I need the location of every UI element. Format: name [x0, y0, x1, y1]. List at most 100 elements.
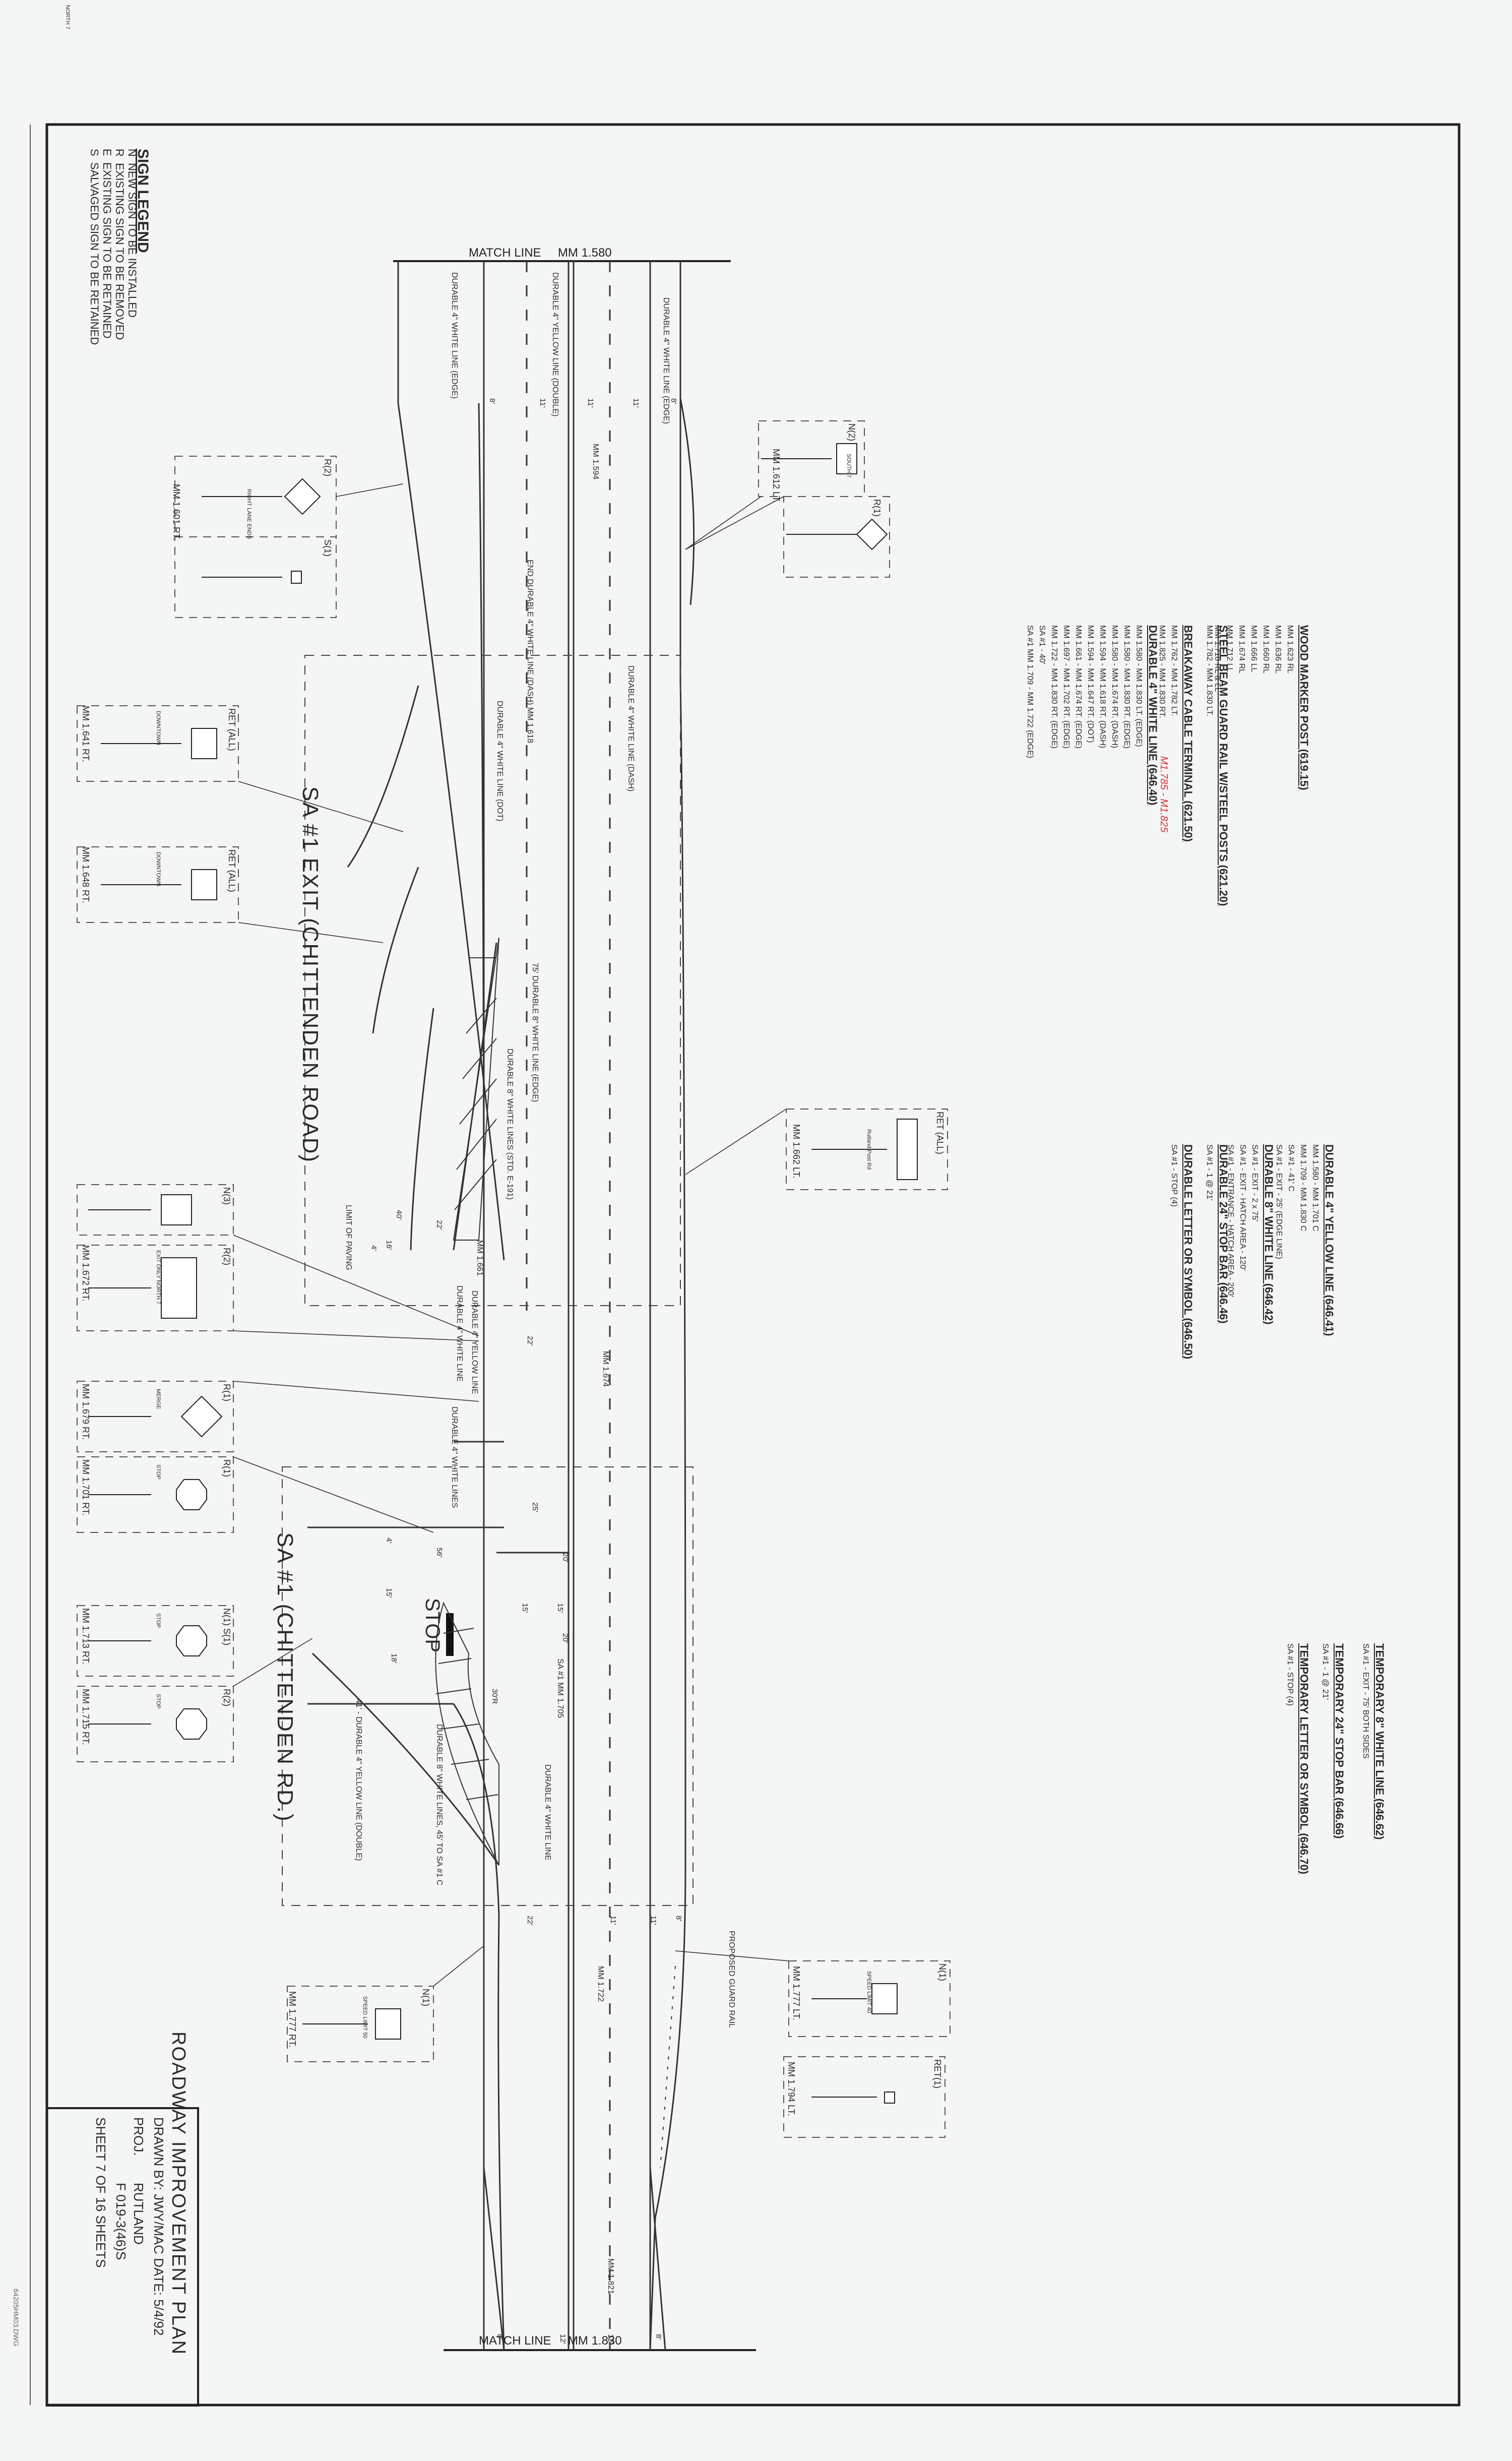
stop-bar	[446, 1613, 454, 1656]
note-line: SA #1 - EXIT - 75' BOTH SIDES	[1361, 1643, 1370, 1759]
sign-boxes	[77, 420, 951, 2138]
note-line: SA #1 - STOP (4)	[1170, 1144, 1178, 1207]
sign-code: RET (ALL)	[935, 1112, 945, 1154]
note-line: MM 1.709 - MM 1.830 C	[1299, 1144, 1307, 1232]
callout: DURABLE 4" WHITE LINE (DOT)	[495, 701, 504, 822]
proj-town: RUTLAND	[131, 2183, 146, 2245]
callout: LIMIT OF PAVING	[344, 1205, 353, 1270]
dimension-label: 30'R	[490, 1689, 499, 1704]
dimension-label: 15'	[556, 1603, 564, 1613]
exit-area-box	[304, 655, 681, 1306]
sign-face-text: STOP	[155, 1694, 161, 1709]
sign-milemarker: MM 1.777 RT.	[287, 1991, 297, 2048]
sign-code: R(2)	[222, 1689, 232, 1706]
dimension-label: 22'	[526, 1336, 534, 1346]
sign-milemarker: MM 1.777 LT.	[791, 1966, 801, 2020]
stop-pavement-marking: STOP	[421, 1598, 444, 1653]
note-line: MM 1.660 RL	[1262, 625, 1270, 674]
sign-legend-item: R EXISTING SIGN TO BE REMOVED	[113, 149, 126, 340]
match-line-top-label: MATCH LINE MM 1.580	[469, 246, 612, 260]
proj-number: F 019-3(46)S	[113, 2183, 129, 2260]
callout: 75' DURABLE 8" WHITE LINE (EDGE)	[531, 963, 539, 1102]
note-title: DURABLE 4" YELLOW LINE (646.41)	[1323, 1144, 1336, 1336]
title-block-box	[46, 2107, 199, 2407]
callout: MM 1.674	[601, 1351, 610, 1387]
note-line: MM 1.674 RL	[1237, 625, 1246, 674]
note-line: MM 1.580 - MM 1.830 RT. (EDGE)	[1122, 625, 1131, 749]
dimension-label: 11'	[609, 1916, 617, 1925]
legend-code: R	[113, 149, 126, 157]
note-line: MM 1.594 - MM 1.647 RT. (DOT)	[1086, 625, 1095, 743]
dimension-label: 56'	[435, 1548, 444, 1558]
callout: DURABLE 4" WHITE LINE (DASH)	[626, 665, 635, 792]
sign-code: N(3)	[222, 1187, 232, 1205]
dimension-label: 8'	[674, 1916, 683, 1922]
plan-title: ROADWAY IMPROVEMENT PLAN	[168, 2032, 189, 2356]
sign-milemarker: MM 1.701 RT.	[81, 1459, 91, 1516]
callout: DURABLE 4" WHITE LINE (EDGE)	[450, 272, 459, 399]
note-line: MM 1.782 - MM 1.830 LT.	[1205, 625, 1214, 717]
dimension-label: 8'	[495, 2334, 504, 2340]
callout: MM 1.821	[606, 2258, 615, 2295]
callout: DURABLE 8" WHITE LINES, 45' TO SA #1 C	[435, 1724, 444, 1886]
sign-code: RET (ALL)	[227, 849, 237, 892]
sign-face-text: SPEED LIMIT 40	[866, 1971, 872, 2013]
note-line: SA #1 - EXIT - 2 x 75'	[1250, 1144, 1259, 1222]
sign-face-text: SPEED LIMIT 50	[362, 1996, 368, 2039]
legend-text: SALVAGED SIGN TO BE RETAINED	[88, 162, 101, 345]
sign-code: R(1)	[872, 499, 882, 517]
note-title: BREAKAWAY CABLE TERMINAL (621.50)	[1182, 625, 1194, 842]
dimension-label: 15'	[521, 1603, 529, 1613]
match-line-mm: MM 1.830	[568, 2334, 622, 2348]
dimension-label: 8'	[669, 398, 678, 404]
sign-milemarker: MM 1.641 RT.	[81, 706, 91, 762]
red-handwritten-note: M1.785 - M1.825	[1158, 756, 1169, 833]
legend-code: S	[88, 149, 101, 156]
sign-milemarker: MM 1.715 RT.	[81, 1689, 91, 1745]
sign-face-text: STOP	[155, 1613, 161, 1628]
note-line: MM 1.580 - MM 1.701 C	[1311, 1144, 1319, 1232]
note-line: MM 1.623 RL	[1286, 625, 1294, 674]
sign-code: N(2)	[847, 423, 857, 441]
proj-label: PROJ.	[131, 2117, 146, 2156]
dimension-label: 15'	[385, 1588, 393, 1598]
callout: SA #1 MM 1.705	[556, 1658, 564, 1718]
dimension-label: 11'	[632, 398, 640, 408]
note-title: TEMPORARY 8" WHITE LINE (646.62)	[1373, 1643, 1386, 1840]
match-line-text: MATCH LINE	[479, 2334, 551, 2348]
callout: DURABLE 4" WHITE LINES	[450, 1406, 459, 1508]
dimension-label: 12'	[606, 2334, 615, 2344]
note-line: SA #1 - 1 @ 21'	[1205, 1144, 1214, 1201]
sign-code: R(1)	[222, 1384, 232, 1401]
callout: DURABLE 4" YELLOW LINE (DOUBLE)	[551, 272, 559, 417]
sign-face-text: EXIT ONLY NORTH 7	[155, 1250, 161, 1305]
sign-code: RET (ALL)	[227, 708, 237, 751]
sign-milemarker: MM 1.713 RT.	[81, 1608, 91, 1665]
note-title: STEEL BEAM GUARD RAIL W/STEEL POSTS (621…	[1217, 625, 1230, 906]
callout: DURABLE 4" YELLOW LINE	[470, 1290, 479, 1394]
note-title: DURABLE LETTER OR SYMBOL (646.50)	[1182, 1144, 1194, 1360]
sign-code: RET(1)	[932, 2059, 942, 2088]
sign-face-text: STOP	[155, 1464, 161, 1480]
drawn-by: DRAWN BY: JWY/MAC DATE: 5/4/92	[151, 2117, 166, 2336]
sign-face-text: SOUTH 7	[846, 454, 852, 478]
sign-code: N(1) S(1)	[222, 1608, 232, 1646]
note-line: SA #1 - 1 @ 21'	[1321, 1643, 1330, 1700]
note-line: SA #1 MM 1.709 - MM 1.722 (EDGE)	[1026, 625, 1034, 759]
legend-code: N	[126, 149, 139, 157]
note-title: DURABLE 24" STOP BAR (646.46)	[1217, 1144, 1230, 1324]
note-title: TEMPORARY LETTER OR SYMBOL (646.70)	[1298, 1643, 1310, 1875]
sign-code: N(1)	[421, 1989, 431, 2006]
note-line: MM 1.762 - MM 1.782 LT.	[1170, 625, 1178, 717]
dimension-label: 8'	[654, 2334, 663, 2340]
dimension-label: 18'	[390, 1653, 398, 1664]
sign-milemarker: MM 1.601 RT.	[171, 484, 181, 540]
note-title: WOOD MARKER POST (619.15)	[1298, 625, 1310, 790]
legend-text: NEW SIGN TO BE INSTALLED	[126, 163, 139, 318]
entrance-area-label: SA #1 (CHITTENDEN RD.)	[273, 1532, 297, 1822]
note-line: MM 1.661 - MM 1.674 RT. (EDGE)	[1074, 625, 1083, 749]
note-line: MM 1.636 RL	[1274, 625, 1282, 674]
callout: 41' - DURABLE 4" YELLOW LINE (DOUBLE)	[354, 1699, 363, 1861]
